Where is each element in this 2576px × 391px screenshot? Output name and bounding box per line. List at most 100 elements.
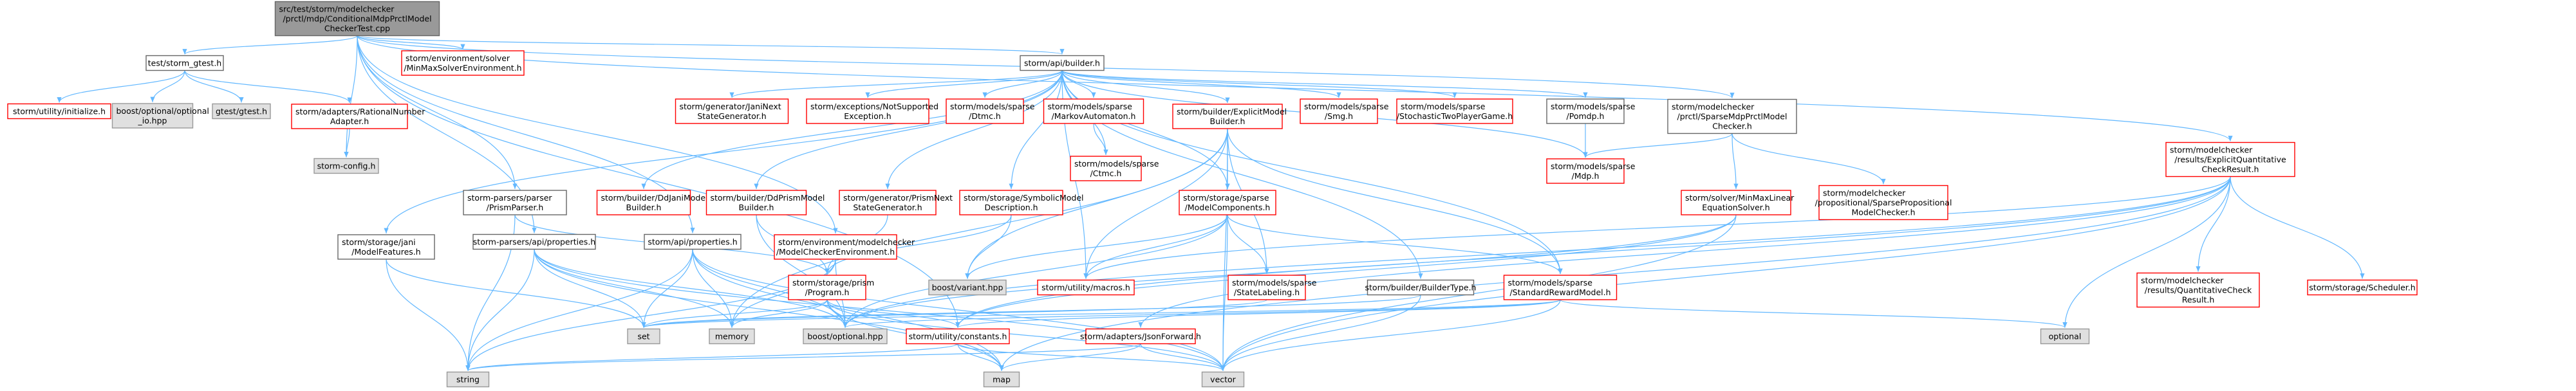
edge-model_components-to-state_labeling: [1227, 214, 1269, 275]
edge-rational_adapter-to-storm_config: [344, 128, 350, 158]
node-box: [401, 50, 525, 76]
node-dtmc[interactable]: storm/models/sparse/Dtmc.h: [946, 98, 1035, 124]
node-label-line: CheckResult.h: [2202, 165, 2259, 174]
node-sparse_prop[interactable]: storm/modelchecker/propositional/SparseP…: [1815, 185, 1952, 221]
node-label-line: storm/models/sparse: [1551, 161, 1636, 171]
node-label-line: /results/QuantitativeCheck: [2145, 286, 2252, 295]
node-label-line: /prctl/mdp/ConditionalMdpPrctlModel: [283, 14, 431, 24]
node-mdp[interactable]: storm/models/sparse/Mdp.h: [1546, 158, 1636, 184]
node-label-line: /Smg.h: [1325, 111, 1353, 121]
node-scheduler[interactable]: storm/storage/Scheduler.h: [2307, 279, 2418, 296]
node-stochastic_game[interactable]: storm/models/sparse/StochasticTwoPlayerG…: [1396, 98, 1513, 124]
edge-test_gtest-to-utility_initialize: [57, 70, 185, 103]
node-label-line: /MarkovAutomaton.h: [1052, 111, 1136, 121]
node-utility_constants[interactable]: storm/utility/constants.h: [906, 328, 1010, 345]
node-gtest: gtest/gtest.h: [212, 103, 271, 120]
node-prism_parser[interactable]: storm-parsers/parser/PrismParser.h: [463, 190, 567, 215]
node-label-line: storm-parsers/api/properties.h: [473, 237, 595, 247]
node-state_labeling[interactable]: storm/models/sparse/StateLabeling.h: [1227, 275, 1317, 300]
node-box: [2136, 272, 2260, 308]
edge-json_forward-to-map: [999, 343, 1141, 371]
edge-state_labeling-to-set: [641, 299, 1267, 329]
edge-test_gtest-to-rational_adapter: [184, 70, 352, 104]
node-prism_next[interactable]: storm/generator/PrismNextStateGenerator.…: [839, 190, 953, 215]
node-box: [596, 190, 691, 215]
node-box: [627, 328, 660, 345]
node-jani_features[interactable]: storm/storage/jani/ModelFeatures.h: [337, 234, 435, 260]
edge-reward_model-to-optional: [1560, 299, 2067, 329]
node-json_forward[interactable]: storm/adapters/JsonForward.h: [1080, 328, 1201, 345]
edge-model_components-to-vector: [1220, 214, 1228, 371]
node-prism_program[interactable]: storm/storage/prism/Program.h: [788, 275, 874, 300]
node-label-line: /Ctmc.h: [1090, 168, 1122, 178]
node-utility_initialize[interactable]: storm/utility/initialize.h: [7, 103, 111, 120]
edge-jani_features-to-set: [386, 259, 646, 328]
node-label-line: boost/optional.hpp: [807, 332, 882, 341]
node-box: [906, 328, 1010, 345]
node-box: [1300, 98, 1378, 124]
node-api_props[interactable]: storm/api/properties.h: [644, 233, 742, 250]
node-label-line: storm/builder/DdJaniModel: [601, 193, 708, 203]
edge-api_props-to-vector: [692, 249, 1226, 371]
edge-jani_features-to-string: [386, 259, 471, 371]
edge-model_components-to-boost_variant: [965, 214, 1228, 279]
node-label-line: storm/models/sparse: [950, 102, 1035, 111]
node-minmax_solver[interactable]: storm/solver/MinMaxLinearEquationSolver.…: [1681, 190, 1795, 215]
node-label-line: gtest/gtest.h: [216, 107, 267, 116]
node-label-line: /StateLabeling.h: [1234, 287, 1300, 297]
node-box: [1179, 190, 1276, 215]
node-box: [1681, 190, 1791, 215]
edge-api_props-to-set: [641, 249, 693, 328]
node-label-line: optional: [2049, 332, 2082, 341]
edge-api_props-to-string: [465, 249, 693, 371]
node-explicit_quant[interactable]: storm/modelchecker/results/ExplicitQuant…: [2165, 141, 2295, 177]
edge-root-to-test_gtest: [182, 35, 358, 55]
node-quant_check[interactable]: storm/modelchecker/results/QuantitativeC…: [2136, 272, 2260, 308]
node-map: map: [983, 371, 1020, 388]
node-reward_model[interactable]: storm/models/sparse/StandardRewardModel.…: [1503, 275, 1618, 300]
edge-layer: [57, 35, 2365, 372]
node-label-line: storm/utility/constants.h: [909, 332, 1007, 341]
edge-explicit_quant-to-json_forward: [1138, 176, 2231, 328]
node-sparse_mdp_checker[interactable]: storm/modelchecker/prctl/SparseMdpPrctlM…: [1667, 98, 1797, 134]
node-vector: vector: [1201, 371, 1245, 388]
edge-sparse_mdp_checker-to-minmax_solver: [1731, 133, 1739, 190]
edge-model_components-to-utility_macros: [1083, 214, 1228, 279]
node-mc_env[interactable]: storm/environment/modelchecker/ModelChec…: [774, 234, 915, 260]
node-label-line: memory: [715, 332, 749, 341]
node-label-line: storm/storage/prism: [792, 278, 874, 287]
node-smg[interactable]: storm/models/sparse/Smg.h: [1300, 98, 1389, 124]
node-box: [946, 98, 1024, 124]
node-label-line: set: [637, 332, 649, 341]
node-api_builder[interactable]: storm/api/builder.h: [1020, 55, 1105, 71]
node-label-line: boost/variant.hpp: [932, 283, 1003, 293]
node-parsers_api_props[interactable]: storm-parsers/api/properties.h: [472, 233, 596, 250]
node-label-line: storm/solver/MinMaxLinear: [1685, 193, 1795, 203]
node-pomdp[interactable]: storm/models/sparse/Pomdp.h: [1546, 98, 1636, 124]
edge-prism_program-to-set: [641, 299, 828, 328]
node-label-line: /StochasticTwoPlayerGame.h: [1397, 111, 1513, 121]
node-box: [644, 233, 742, 250]
node-label-line: test/storm_gtest.h: [148, 59, 221, 68]
node-utility_macros[interactable]: storm/utility/macros.h: [1037, 279, 1135, 296]
node-label-line: vector: [1210, 375, 1237, 385]
node-boost_variant: boost/variant.hpp: [928, 279, 1007, 296]
node-label-line: storm/models/sparse: [1074, 159, 1159, 168]
node-root[interactable]: src/test/storm/modelchecker/prctl/mdp/Co…: [274, 1, 440, 37]
edge-explicit_builder-to-vector: [1220, 128, 1228, 371]
node-label-line: storm/api/properties.h: [648, 237, 737, 247]
node-model_components[interactable]: storm/storage/sparse/ModelComponents.h: [1179, 190, 1276, 215]
node-test_gtest[interactable]: test/storm_gtest.h: [145, 55, 224, 71]
node-builder_type[interactable]: storm/builder/BuilderType.h: [1365, 279, 1477, 296]
node-minmax_env[interactable]: storm/environment/solver/MinMaxSolverEnv…: [401, 50, 525, 76]
node-ctmc[interactable]: storm/models/sparse/Ctmc.h: [1070, 156, 1159, 181]
node-label-line: src/test/storm/modelchecker: [279, 5, 395, 14]
node-markov[interactable]: storm/models/sparse/MarkovAutomaton.h: [1043, 98, 1144, 124]
